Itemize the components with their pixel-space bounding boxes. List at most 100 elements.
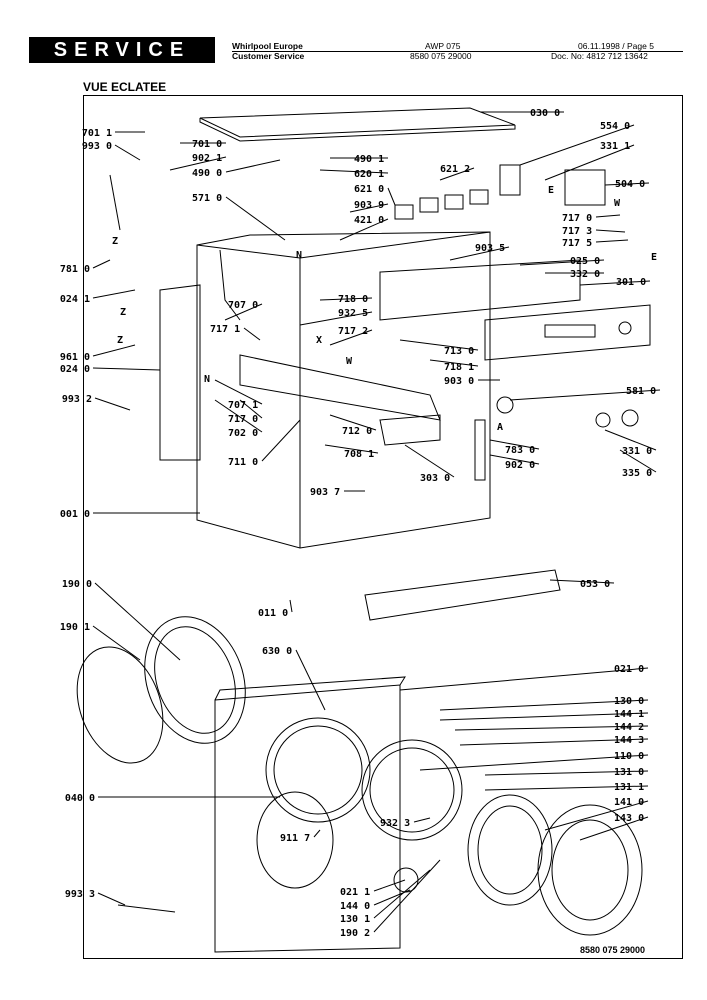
leader-line (459, 738, 649, 746)
part-label: 621 0 (354, 184, 384, 195)
part-label: 902 1 (192, 153, 222, 164)
part-label: 718 1 (444, 362, 474, 373)
part-label: 490 0 (192, 168, 222, 179)
door-ring-part (361, 739, 463, 841)
leader-line (413, 817, 431, 823)
part-label: 717 3 (562, 226, 592, 237)
leader-line (319, 297, 373, 301)
connection-letter: E (651, 252, 657, 263)
part-label: 783 0 (505, 445, 535, 456)
part-label: 021 0 (614, 664, 644, 675)
part-label: 711 0 (228, 457, 258, 468)
part-label: 001 0 (60, 509, 90, 520)
leader-line (419, 754, 649, 771)
part-label: 030 0 (530, 108, 560, 119)
control-panel-part (379, 259, 581, 321)
diagram-frame (83, 95, 683, 959)
wrench-part (117, 904, 176, 913)
leader-line (595, 214, 621, 218)
part-label: 025 0 (570, 256, 600, 267)
leader-line (97, 892, 126, 906)
leader-line (92, 289, 136, 299)
part-label: 024 0 (60, 364, 90, 375)
leader-line (92, 367, 161, 371)
part-label: 504 0 (615, 179, 645, 190)
leader-line (94, 397, 131, 411)
part-label: 903 7 (310, 487, 340, 498)
leader-line (449, 246, 510, 261)
leader-line (319, 169, 389, 174)
part-label: 571 0 (192, 193, 222, 204)
part-label: 932 5 (338, 308, 368, 319)
part-label: 781 0 (60, 264, 90, 275)
part-label: 335 0 (622, 468, 652, 479)
connection-letter: A (497, 422, 503, 433)
connection-letter: N (204, 374, 210, 385)
door-seal-part (144, 616, 246, 744)
part-label: 961 0 (60, 352, 90, 363)
doc-number-header: Doc. No: 4812 712 13642 (551, 51, 648, 61)
service-badge: SERVICE (29, 37, 215, 63)
leader-line (579, 280, 651, 286)
leader-line (92, 344, 136, 357)
part-label: 053 0 (580, 579, 610, 590)
leader-line (92, 259, 111, 269)
connection-letter: Z (117, 335, 123, 346)
leader-line (214, 379, 263, 405)
part-label: 144 2 (614, 722, 644, 733)
part-label: 141 0 (614, 797, 644, 808)
leader-line (404, 444, 455, 478)
connection-letter: N (296, 250, 302, 261)
worktop-part (199, 107, 516, 138)
part-label: 903 9 (354, 200, 384, 211)
part-label: 131 1 (614, 782, 644, 793)
dispenser-part (239, 354, 441, 421)
part-label: 144 1 (614, 709, 644, 720)
leader-line (454, 725, 649, 731)
leader-line (329, 414, 377, 431)
part-label: 630 0 (262, 646, 292, 657)
part-label: 701 0 (192, 139, 222, 150)
part-label: 301 0 (616, 277, 646, 288)
leader-line (239, 399, 263, 419)
connection-letter: Z (112, 236, 118, 247)
leader-line (604, 429, 657, 451)
leader-line (509, 389, 661, 401)
part-label: 331 1 (600, 141, 630, 152)
leader-line (114, 144, 141, 161)
part-label: 903 5 (475, 243, 505, 254)
leader-line (439, 712, 649, 721)
leader-line (489, 439, 540, 450)
door-trim-part (537, 804, 643, 936)
model-name: AWP 075 (425, 41, 461, 51)
leader-line (544, 144, 635, 181)
company-name: Whirlpool Europe (232, 41, 303, 51)
leader-line (92, 625, 141, 661)
leader-line (544, 800, 649, 831)
part-label: 554 0 (600, 121, 630, 132)
part-label: 490 1 (354, 154, 384, 165)
leader-line (387, 187, 396, 206)
leader-line (604, 182, 650, 186)
date-page: 06.11.1998 / Page 5 (578, 41, 654, 51)
leader-line (225, 196, 286, 241)
pump-part (499, 164, 521, 196)
leader-line (94, 582, 181, 661)
part-label: 331 0 (622, 446, 652, 457)
part-label: 713 0 (444, 346, 474, 357)
part-label: 011 0 (258, 608, 288, 619)
leader-line (225, 159, 281, 173)
fascia-part (484, 304, 651, 361)
part-label: 421 0 (354, 215, 384, 226)
part-label: 993 0 (82, 141, 112, 152)
header-rule (232, 51, 683, 52)
part-label: 130 1 (340, 914, 370, 925)
leader-line (214, 399, 263, 433)
leader-line (373, 879, 406, 892)
part-label: 621 2 (440, 164, 470, 175)
leader-line (619, 449, 657, 473)
part-label: 332 0 (570, 269, 600, 280)
part-label: 130 0 (614, 696, 644, 707)
leader-line (329, 329, 373, 346)
